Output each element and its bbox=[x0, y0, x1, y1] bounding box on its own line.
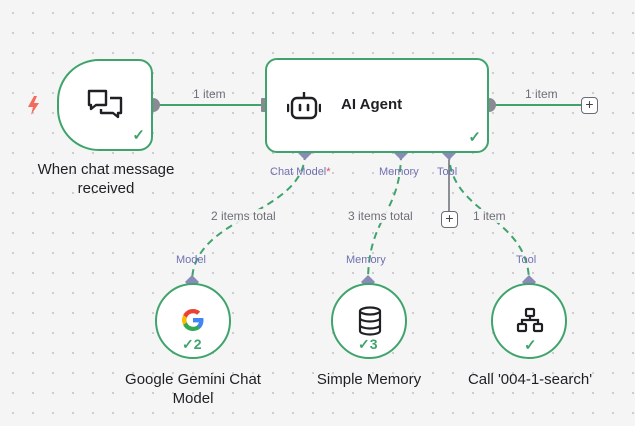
memory-port-label: Memory bbox=[379, 166, 419, 178]
chat-model-port-label: Chat Model* bbox=[270, 166, 331, 178]
google-g-icon bbox=[182, 309, 204, 331]
add-tool-button[interactable]: + bbox=[441, 211, 458, 228]
robot-icon bbox=[287, 92, 321, 120]
gemini-port-label: Model bbox=[176, 254, 206, 266]
run-count-badge: ✓2 bbox=[182, 336, 202, 352]
success-check-icon: ✓ bbox=[524, 337, 537, 354]
simple-memory-node[interactable]: ✓3 bbox=[331, 283, 407, 359]
tool-edge-label: 1 item bbox=[471, 209, 508, 223]
add-next-node-button[interactable]: + bbox=[581, 97, 598, 114]
sitemap-icon bbox=[516, 307, 544, 333]
gemini-chat-model-node[interactable]: ✓2 bbox=[155, 283, 231, 359]
success-check-icon: ✓ bbox=[132, 127, 145, 144]
tool-node-label: Call '004-1-search' bbox=[467, 371, 593, 388]
success-check-icon: ✓ bbox=[468, 129, 481, 146]
agent-node-title: AI Agent bbox=[341, 96, 403, 113]
database-icon bbox=[358, 306, 382, 336]
trigger-bolt-icon bbox=[28, 96, 39, 115]
tool-port-label: Tool bbox=[437, 166, 458, 178]
chat-bubbles-icon bbox=[87, 89, 123, 119]
ai-agent-node[interactable]: ✓ bbox=[265, 58, 489, 153]
gemini-node-label: Google Gemini Chat Model bbox=[125, 371, 261, 407]
trigger-edge-label: 1 item bbox=[193, 87, 226, 101]
memory-node-label: Simple Memory bbox=[316, 371, 422, 388]
chat-trigger-node[interactable]: ✓ bbox=[57, 59, 153, 151]
run-count-badge: ✓3 bbox=[358, 336, 378, 352]
output-edge-label: 1 item bbox=[525, 87, 558, 101]
trigger-node-label: When chat message received bbox=[37, 161, 175, 197]
model-edge-label: 2 items total bbox=[209, 209, 278, 223]
memory-sub-port-label: Memory bbox=[346, 254, 386, 266]
search-tool-node[interactable]: ✓ bbox=[491, 283, 567, 359]
tool-sub-port-label: Tool bbox=[516, 254, 537, 266]
memory-edge-label: 3 items total bbox=[346, 209, 415, 223]
